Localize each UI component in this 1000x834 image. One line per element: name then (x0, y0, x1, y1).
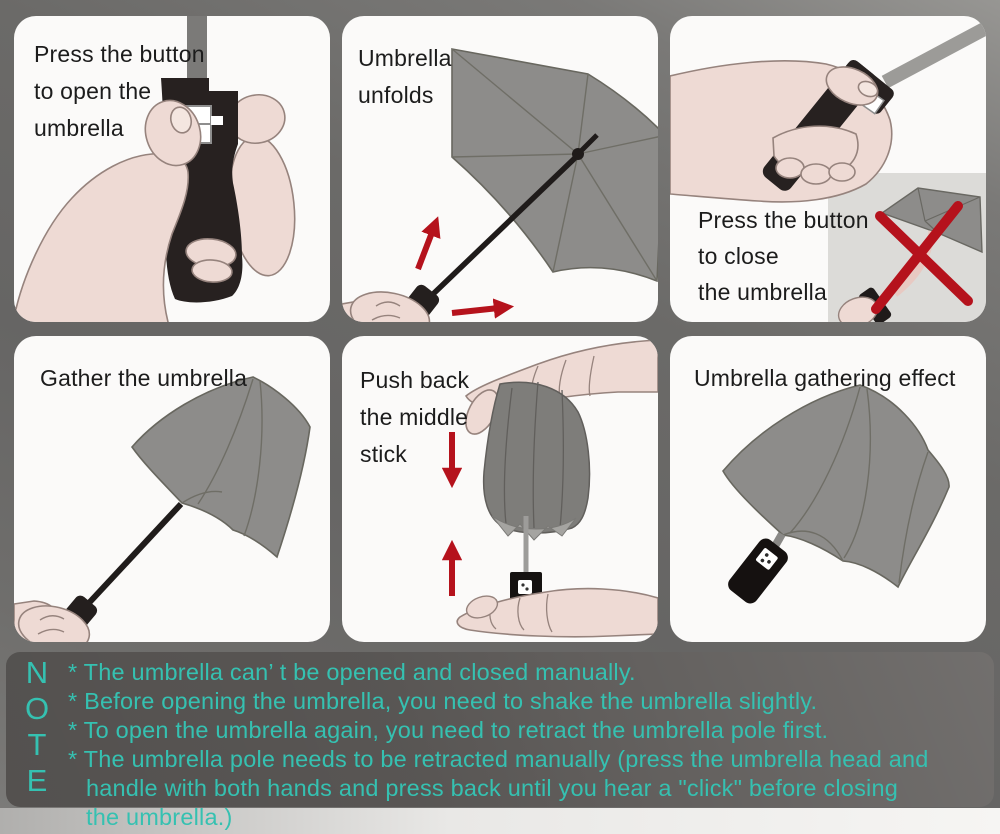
caption-line: Press the button (698, 207, 869, 233)
press-to-close-illustration-icon (670, 21, 986, 322)
note-text: * The umbrella can’ t be opened and clos… (68, 658, 929, 832)
folded-canopy-icon (130, 376, 311, 559)
gathering-effect-illustration-icon (722, 384, 950, 604)
note-line: * The umbrella can’ t be opened and clos… (68, 659, 636, 685)
note-line: * Before opening the umbrella, you need … (68, 688, 818, 714)
red-cross-icon (871, 201, 973, 314)
note-line: * To open the umbrella again, you need t… (68, 717, 829, 743)
folded-bundle-icon (482, 381, 591, 541)
shaft-icon (428, 156, 577, 299)
caption-line: Umbrella gathering effect (694, 365, 956, 391)
caption-line: Gather the umbrella (40, 365, 248, 391)
hand-icon (14, 99, 237, 322)
caption-line: to close (698, 243, 779, 269)
pole-icon (187, 16, 207, 80)
wrong-way-inset (828, 173, 986, 322)
note-letter: O (24, 691, 50, 726)
gathered-canopy-icon (722, 384, 950, 589)
caption-line: the umbrella (698, 279, 827, 305)
open-canopy-icon (451, 48, 658, 283)
handle-icon (728, 538, 788, 604)
panel-push-back-stick: Push back the middle stick (342, 336, 658, 642)
panel-umbrella-unfolds: Umbrella unfolds (342, 16, 658, 322)
note-letter: E (26, 763, 48, 798)
fingers-icon (772, 66, 879, 185)
shaft-icon (85, 501, 184, 607)
note-line: handle with both hands and press back un… (86, 775, 898, 801)
panel-caption: Umbrella unfolds (358, 40, 452, 114)
press-to-open-illustration-icon (14, 16, 296, 322)
gather-umbrella-illustration-icon (14, 376, 311, 642)
caption-line: Push back (360, 367, 470, 393)
caption-line: to open the (34, 78, 152, 104)
caption-line: stick (360, 441, 407, 467)
hand-knuckles-icon (228, 94, 296, 277)
red-arrows-icon (415, 216, 515, 319)
bottom-palm-icon (456, 587, 658, 638)
panel-caption: Gather the umbrella (40, 360, 247, 397)
pole-icon (881, 21, 986, 89)
note-letter: N (25, 655, 49, 690)
caption-line: umbrella (34, 115, 124, 141)
hand-with-handle-icon (342, 284, 440, 322)
caption-line: Press the button (34, 41, 205, 67)
panel-caption: Press the button to close the umbrella (698, 202, 869, 310)
panel-gathering-effect: Umbrella gathering effect (670, 336, 986, 642)
umbrella-unfolds-illustration-icon (342, 48, 658, 322)
panel-caption: Push back the middle stick (360, 362, 469, 473)
note-line: * The umbrella pole needs to be retracte… (68, 746, 929, 772)
panel-press-to-open: Press the button to open the umbrella (14, 16, 330, 322)
caption-line: Umbrella (358, 45, 452, 71)
note-vertical-label: N O T E (22, 655, 52, 799)
panel-gather-umbrella: Gather the umbrella (14, 336, 330, 642)
note-panel (6, 652, 994, 807)
caption-line: the middle (360, 404, 469, 430)
note-letter: T (27, 727, 47, 762)
panel-press-to-close: Press the button to close the umbrella (670, 16, 986, 322)
push-back-illustration-icon (441, 339, 658, 638)
note-line: the umbrella.) (86, 804, 233, 830)
panel-caption: Umbrella gathering effect (694, 360, 956, 397)
panel-caption: Press the button to open the umbrella (34, 36, 205, 147)
hand-with-handle-icon (14, 595, 98, 642)
caption-line: unfolds (358, 82, 434, 108)
